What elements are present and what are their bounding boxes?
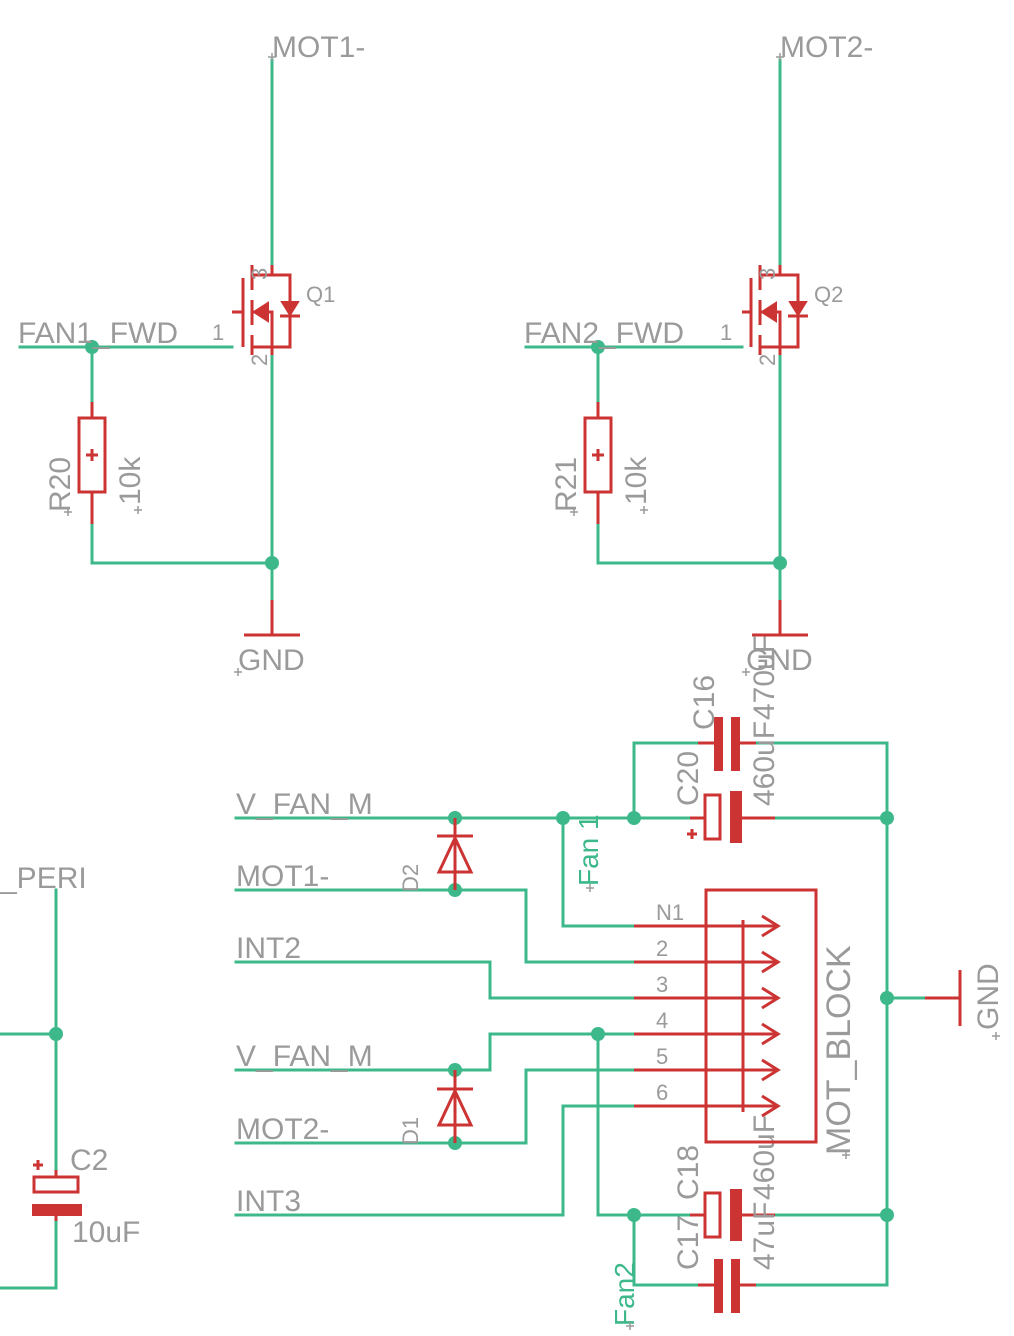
net-label-int2: INT2 bbox=[236, 932, 301, 965]
r21-value: 10k bbox=[620, 456, 653, 505]
c16-ref: C16 bbox=[688, 675, 721, 730]
gnd-symbol-2: GND bbox=[746, 600, 813, 677]
diode-d1: D1 bbox=[398, 1070, 474, 1145]
q1-drain-pin: 3 bbox=[247, 268, 272, 280]
c2-ref: C2 bbox=[70, 1144, 108, 1177]
net-label-mot1-top: MOT1- bbox=[272, 31, 365, 64]
r21-ref: R21 bbox=[550, 457, 583, 512]
c17-ref: C17 bbox=[672, 1215, 705, 1270]
capacitor-c16: C16 470uF bbox=[688, 635, 781, 771]
diode-d2: D2 bbox=[398, 818, 474, 892]
mosfet-q2: Q2 1 3 2 bbox=[720, 265, 843, 366]
c18-ref: C18 bbox=[672, 1145, 705, 1200]
q2-drain-pin: 3 bbox=[755, 268, 780, 280]
c17-value: 47uF bbox=[748, 1202, 781, 1270]
net-label-v-fan-m-bottom: V_FAN_M bbox=[236, 1040, 373, 1073]
mot-block-pin-arrow bbox=[761, 1094, 781, 1118]
resistor-r20: R20 10k bbox=[44, 402, 147, 524]
net-label-mot2-top: MOT2- bbox=[780, 31, 873, 64]
capacitor-c20: C20 460uF bbox=[672, 721, 781, 843]
net-label-v-fan-m-top: V_FAN_M bbox=[236, 788, 373, 821]
q2-ref: Q2 bbox=[814, 282, 843, 307]
mot-block-pin-label: 2 bbox=[656, 936, 668, 961]
mot-block-pin-label: 5 bbox=[656, 1044, 668, 1069]
capacitor-c18: C18 460uF bbox=[672, 1115, 781, 1241]
c18-value: 460uF bbox=[748, 1115, 781, 1200]
gnd-label-1: GND bbox=[238, 644, 305, 677]
c20-ref: C20 bbox=[672, 751, 705, 806]
q1-circuit: MOT1- FAN1_FWD Q1 1 3 2 R20 10k bbox=[18, 31, 365, 677]
capacitor-c2: C2 10uF bbox=[32, 1144, 140, 1249]
q1-source-pin: 2 bbox=[247, 354, 272, 366]
mot-block-pin-label: N1 bbox=[656, 900, 684, 925]
mot-block-pin-arrow bbox=[761, 950, 781, 974]
mot-block-pin-label: 6 bbox=[656, 1080, 668, 1105]
c16-value: 470uF bbox=[748, 635, 781, 720]
gnd-symbol-1: GND bbox=[238, 600, 305, 677]
gnd-label-2: GND bbox=[746, 644, 813, 677]
q1-ref: Q1 bbox=[306, 282, 335, 307]
mot-block-pin-arrow bbox=[761, 1022, 781, 1046]
resistor-r21: R21 10k bbox=[550, 402, 653, 524]
mot-block-pins: N1 2 3 4 5 6 bbox=[634, 900, 781, 1118]
mot-block-ref: MOT_BLOCK bbox=[820, 945, 858, 1155]
gnd-symbol-3: GND bbox=[925, 963, 1005, 1030]
capacitor-c17: C17 47uF bbox=[672, 1202, 781, 1313]
mot-block-pin-label: 4 bbox=[656, 1008, 668, 1033]
q2-source-pin: 2 bbox=[755, 354, 780, 366]
mot-block-pin-label: 3 bbox=[656, 972, 668, 997]
net-label-fan2: Fan2 bbox=[609, 1262, 640, 1326]
net-label-peri: _PERI bbox=[0, 862, 87, 895]
net-label-int3: INT3 bbox=[236, 1185, 301, 1218]
net-label-mot1-left: MOT1- bbox=[236, 860, 329, 893]
q2-circuit: MOT2- FAN2_FWD Q2 1 3 2 R21 10k GND bbox=[524, 31, 873, 677]
q2-gate-pin: 1 bbox=[720, 320, 732, 345]
net-label-mot2-left: MOT2- bbox=[236, 1113, 329, 1146]
r20-value: 10k bbox=[114, 456, 147, 505]
mosfet-q1: Q1 1 3 2 bbox=[212, 265, 335, 366]
mot-block-pin-arrow bbox=[761, 1058, 781, 1082]
mot-block-pin-arrow bbox=[761, 986, 781, 1010]
mot-block-pin-arrow bbox=[761, 914, 781, 938]
origin-markers bbox=[64, 53, 1000, 1330]
c20-value: 460uF bbox=[748, 721, 781, 806]
mot-block-connector: N1 2 3 4 5 6 MOT_BLOCK bbox=[634, 888, 858, 1155]
r20-ref: R20 bbox=[44, 457, 77, 512]
d1-ref: D1 bbox=[398, 1117, 423, 1145]
net-label-fan2-fwd: FAN2_FWD bbox=[524, 317, 684, 350]
d2-ref: D2 bbox=[398, 864, 423, 892]
q1-gate-pin: 1 bbox=[212, 320, 224, 345]
c2-value: 10uF bbox=[72, 1216, 140, 1249]
net-label-fan1: Fan 1 bbox=[573, 814, 604, 886]
gnd-label-3: GND bbox=[972, 963, 1005, 1030]
net-label-fan1-fwd: FAN1_FWD bbox=[18, 317, 178, 350]
